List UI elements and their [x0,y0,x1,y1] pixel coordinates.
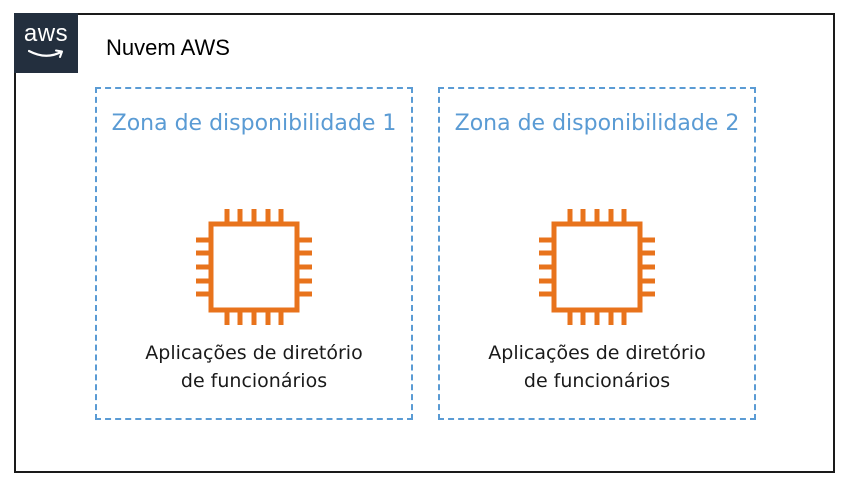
availability-zone-label: Zona de disponibilidade 1 [111,111,397,136]
availability-zone-label: Zona de disponibilidade 2 [454,111,740,136]
application-label: Aplicações de diretório de funcionários [97,339,411,395]
ec2-instance-chip-icon [539,209,655,325]
aws-smile-icon [28,49,63,58]
application-label-line1: Aplicações de diretório [488,342,706,364]
application-label-line2: de funcionários [523,370,671,392]
availability-zone-1: Zona de disponibilidade 1 Aplicações de … [95,87,413,420]
ec2-instance-chip-icon [196,209,312,325]
cloud-title: Nuvem AWS [106,35,230,60]
application-label-line1: Aplicações de diretório [145,342,363,364]
availability-zone-2: Zona de disponibilidade 2 Aplicações de … [438,87,756,420]
aws-cloud-frame [14,13,835,473]
application-label-line2: de funcionários [180,370,328,392]
application-label: Aplicações de diretório de funcionários [440,339,754,395]
aws-logo: aws [14,13,78,73]
aws-logo-text: aws [23,20,69,47]
